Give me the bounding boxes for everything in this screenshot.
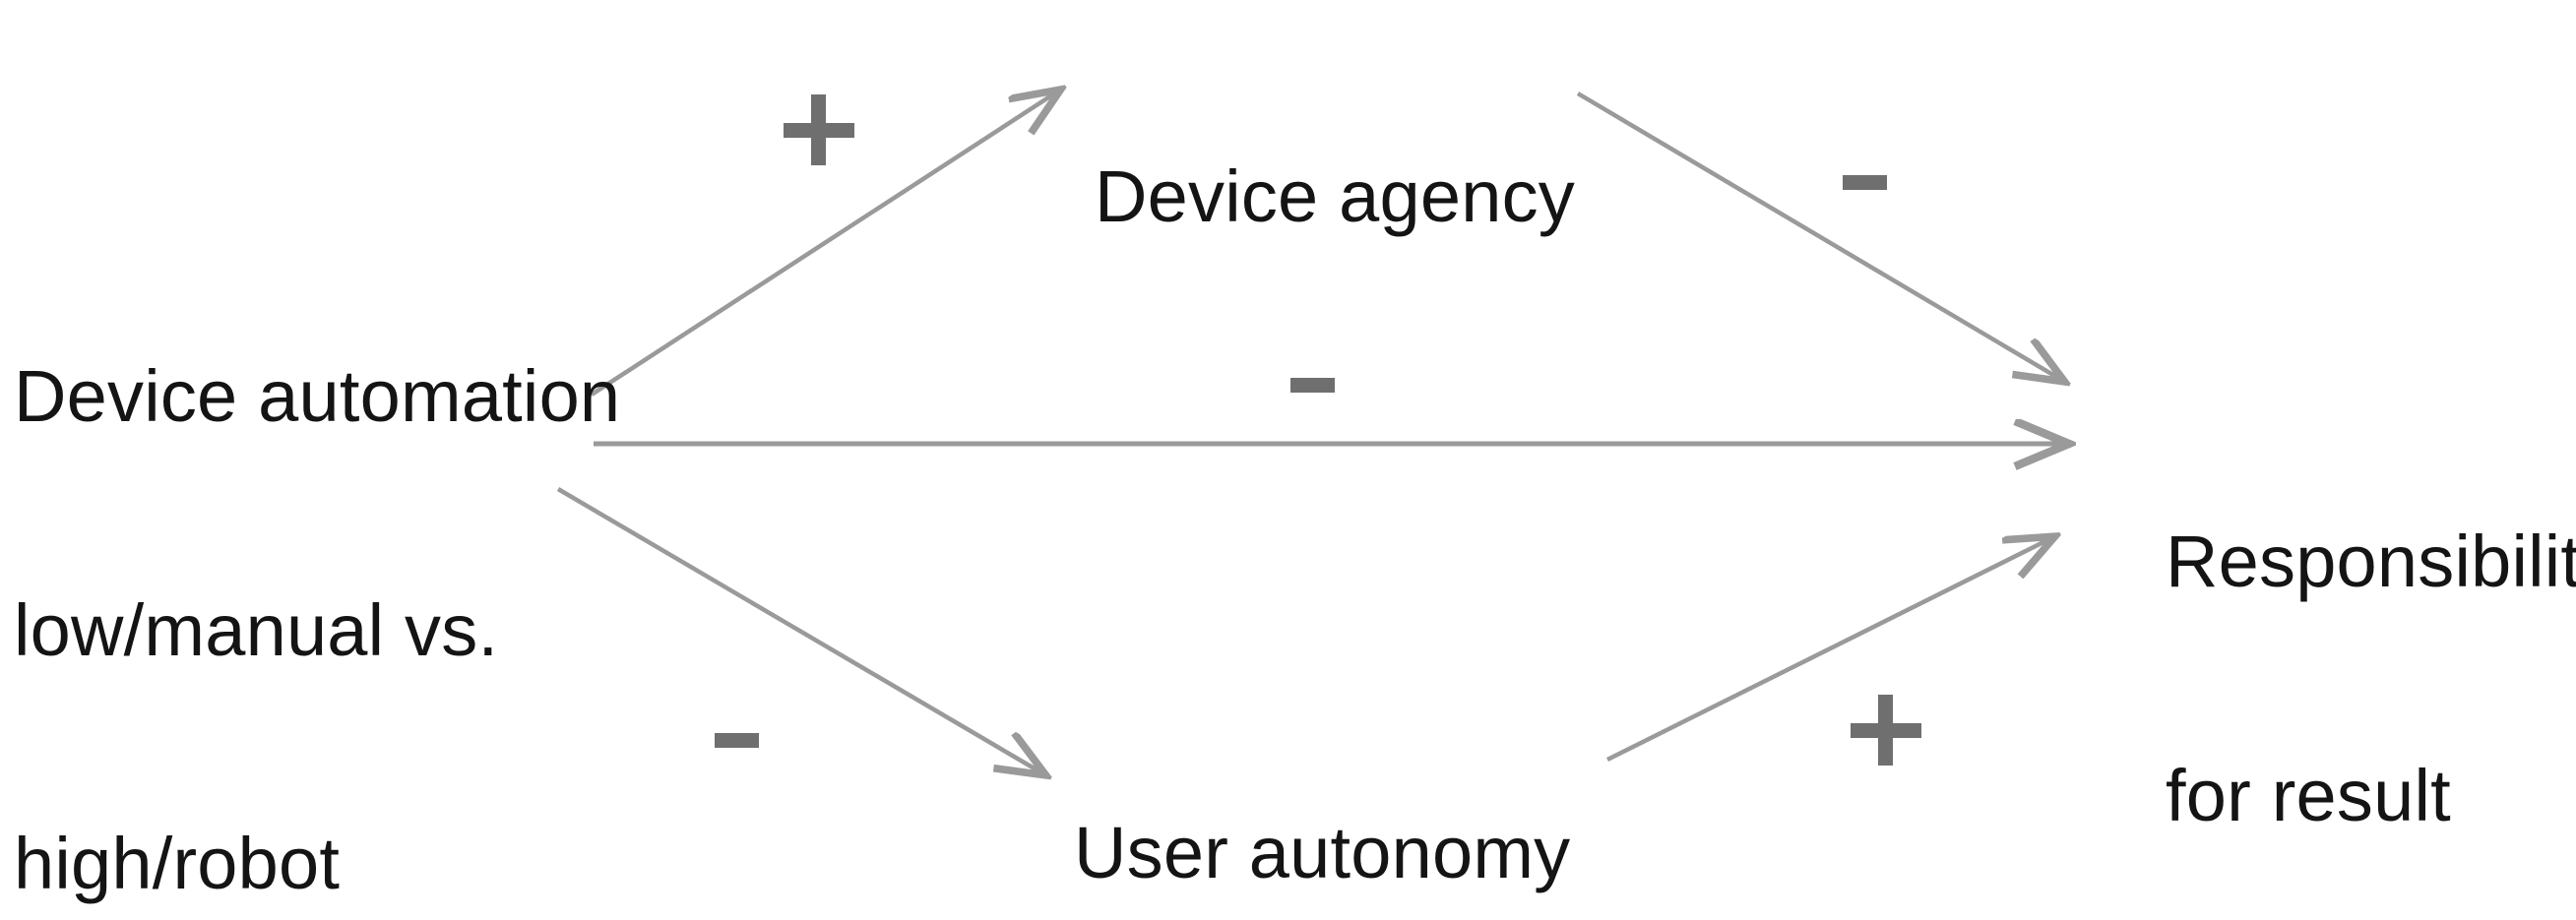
node-user-autonomy-label: User autonomy: [1074, 812, 1571, 894]
sign-minus-automation-to-user-competence: [715, 733, 759, 748]
sign-minus-device-agency-to-responsibility: [1843, 175, 1887, 190]
node-device-automation: Device automation low/manual vs. high/ro…: [14, 202, 620, 920]
edge-device-agency-to-responsibility: [1576, 92, 2063, 381]
node-device-agency-label: Device agency: [1095, 155, 1575, 238]
node-device-automation-line-3: high/robot: [14, 823, 341, 905]
node-responsibility-line-2: for result: [2166, 754, 2451, 836]
edge-automation-to-user-competence: [556, 487, 1044, 774]
edge-automation-to-device-agency: [590, 91, 1059, 397]
sign-plus-automation-to-device-agency: [780, 91, 858, 169]
plus-vertical-bar-icon: [1878, 695, 1893, 766]
edge-user-competence-to-responsibility: [1605, 537, 2053, 763]
node-device-automation-line-1: Device automation: [14, 355, 621, 438]
sign-minus-automation-to-responsibility-direct: [1290, 378, 1335, 393]
node-device-automation-line-2: low/manual vs.: [14, 588, 499, 671]
node-responsibility-line-1: Responsibility: [2166, 521, 2576, 603]
plus-vertical-bar-icon: [811, 94, 826, 165]
sign-plus-user-competence-to-responsibility: [1847, 691, 1925, 769]
node-user-autonomy: User autonomy: [1074, 658, 1570, 920]
node-user-competence: User competence: [1056, 814, 1630, 920]
node-device-agency: Device agency: [1095, 2, 1575, 392]
node-responsibility-for-result: Responsibility for result: [2166, 367, 2576, 920]
